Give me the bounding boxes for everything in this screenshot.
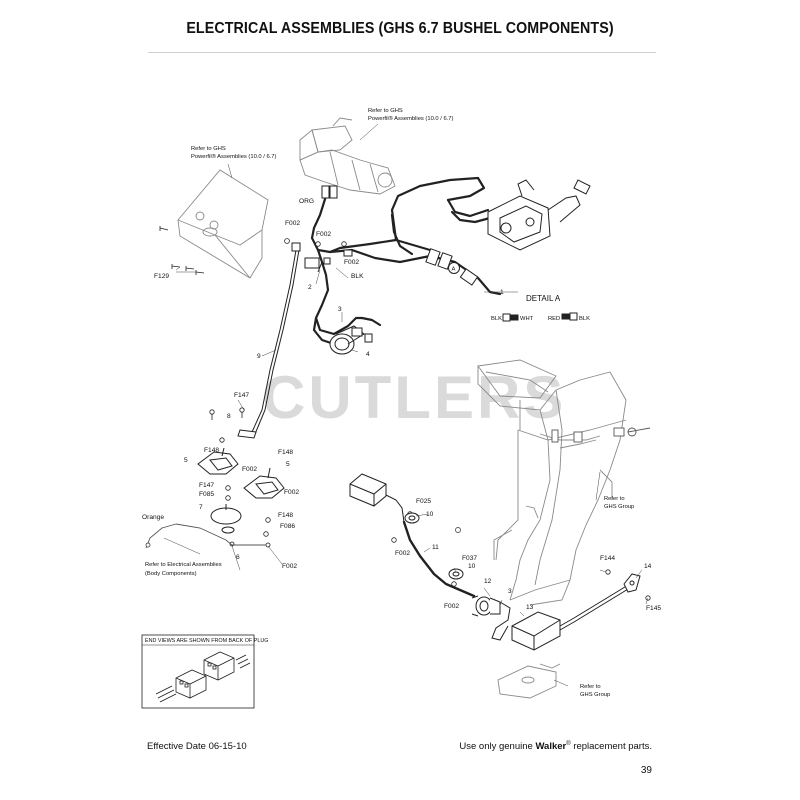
label-f002-a: F002: [285, 220, 300, 227]
label-10b: 10: [468, 563, 476, 570]
label-1: 1: [500, 289, 504, 296]
ref-ghs-group-b-line1: Refer to: [580, 684, 601, 690]
label-11: 11: [432, 544, 439, 551]
wire-harness: [310, 176, 502, 346]
page-number: 39: [640, 765, 652, 776]
label-f085: F085: [199, 491, 214, 498]
label-f002-c: F002: [344, 259, 359, 266]
label-f144: F144: [600, 555, 615, 562]
clamps: [197, 447, 285, 499]
ref-electrical-line1: Refer to Electrical Assemblies: [145, 562, 222, 568]
label-f002-b: F002: [316, 231, 331, 238]
label-10a: 10: [426, 511, 434, 518]
actuator-right: [487, 179, 591, 251]
ref-powerfill-left-line2: Powerfil® Assemblies (10.0 / 6.7): [191, 153, 277, 160]
label-f147-b: F147: [199, 482, 214, 489]
switch-box: [511, 579, 637, 651]
plug-inset-box: END VIEWS ARE SHOWN FROM BACK OF PLUG: [141, 634, 268, 709]
socket-assembly: [471, 595, 511, 641]
watermark: CUTLERS: [262, 364, 566, 431]
ref-ghs-group-b-line2: GHS Group: [580, 692, 610, 698]
label-blk: BLK: [351, 273, 364, 280]
label-9: 9: [257, 353, 261, 360]
connector-block: [349, 473, 387, 507]
detail-a-blk: BLK: [491, 316, 502, 322]
detail-a-callout: A: [452, 267, 456, 273]
ref-electrical-line2: (Body Components): [145, 571, 197, 577]
label-13: 13: [526, 604, 534, 611]
connector-a: [425, 248, 479, 286]
disk-washer: [210, 504, 242, 534]
label-f148-a: F148: [204, 447, 219, 454]
detail-a-blk2: BLK: [579, 316, 590, 322]
label-4: 4: [366, 351, 370, 358]
label-14: 14: [644, 563, 652, 570]
genuine-prefix: Use only genuine: [459, 741, 533, 753]
bracket-plate-left: [177, 169, 269, 279]
label-12: 12: [484, 578, 492, 585]
label-6: 6: [236, 554, 240, 561]
label-f145: F145: [646, 605, 661, 612]
leader-lines: [163, 123, 649, 687]
label-f002-h: F002: [444, 603, 459, 610]
label-f002-e: F002: [284, 489, 299, 496]
grommets: [404, 512, 464, 580]
brand-name: Walker: [535, 741, 567, 753]
title-divider: [148, 52, 656, 53]
label-2: 2: [308, 284, 312, 291]
genuine-suffix: replacement parts.: [573, 741, 652, 753]
label-f148-b: F148: [278, 449, 293, 456]
bracket-14: [623, 573, 641, 593]
label-f002-d: F002: [242, 466, 257, 473]
page-title: ELECTRICAL ASSEMBLIES (GHS 6.7 BUSHEL CO…: [186, 20, 614, 37]
label-3a: 3: [338, 306, 342, 313]
label-f147-a: F147: [234, 392, 249, 399]
org-connector: [321, 185, 338, 199]
ref-powerfill-left-line1: Refer to GHS: [191, 146, 226, 152]
label-5a: 5: [184, 457, 188, 464]
label-f002-f: F002: [282, 563, 297, 570]
registered-mark: ®: [566, 741, 571, 747]
label-8: 8: [227, 413, 231, 420]
genuine-parts-note: Use only genuine Walker® replacement par…: [459, 741, 652, 752]
ref-ghs-group-a-line1: Refer to: [604, 496, 625, 502]
lower-harness: [402, 520, 476, 598]
ref-powerfill-top-line1: Refer to GHS: [368, 108, 403, 114]
detail-a-connectors: [502, 312, 578, 322]
label-f037: F037: [462, 555, 477, 562]
detail-a-red: RED: [548, 316, 560, 322]
label-f148-c: F148: [278, 512, 293, 519]
ground-strap: [237, 242, 301, 439]
orange-wire: [145, 523, 266, 549]
label-f086: F086: [280, 523, 295, 530]
rocker-switch: [304, 249, 373, 355]
ref-ghs-group-a-line2: GHS Group: [604, 504, 634, 510]
tube-fittings: [455, 427, 651, 533]
bracket-bottom-right: [497, 663, 561, 699]
label-3b: 3: [508, 588, 512, 595]
label-org: ORG: [299, 198, 314, 205]
lower-harness-thin: [383, 493, 405, 523]
label-7: 7: [199, 504, 203, 511]
effective-date: Effective Date 06-15-10: [147, 741, 247, 752]
spout-tube-assembly: [477, 359, 627, 606]
detail-a-wht: WHT: [520, 316, 534, 322]
detail-a-title: DETAIL A: [526, 294, 561, 303]
hardware-bolts: [159, 226, 651, 601]
label-5b: 5: [286, 461, 290, 468]
inset-title: END VIEWS ARE SHOWN FROM BACK OF PLUG: [145, 638, 268, 644]
label-f002-g: F002: [395, 550, 410, 557]
label-f129: F129: [154, 273, 169, 280]
label-orange: Orange: [142, 514, 164, 521]
ref-powerfill-top-line2: Powerfil® Assemblies (10.0 / 6.7): [368, 115, 454, 122]
powerfill-actuator-top: [299, 117, 396, 195]
label-f025: F025: [416, 498, 431, 505]
